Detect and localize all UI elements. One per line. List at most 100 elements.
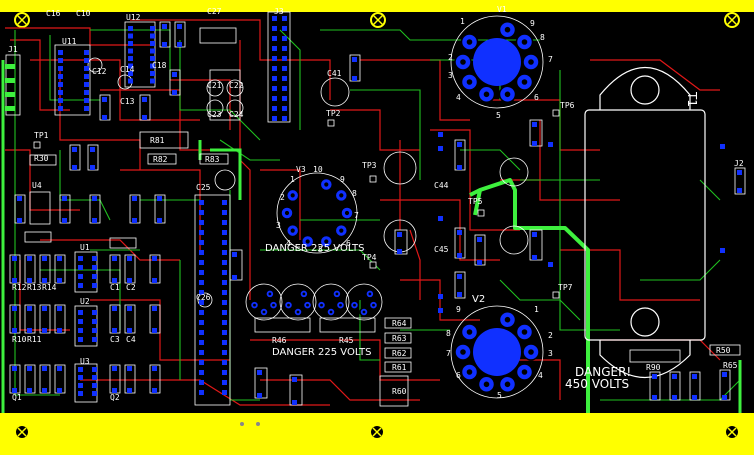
- pin-hole: [339, 193, 344, 198]
- tp3-pad[interactable]: [369, 175, 377, 183]
- smd-pad: [282, 76, 287, 81]
- label-c3: C3: [110, 335, 120, 344]
- smd-pad: [92, 375, 97, 380]
- svg-text:7: 7: [446, 349, 451, 358]
- label-r45: R45: [339, 336, 354, 345]
- smd-pad: [150, 63, 155, 69]
- tube-socket-v2[interactable]: [450, 305, 544, 399]
- smd-pad: [438, 294, 443, 299]
- smd-pad: [72, 165, 77, 170]
- smd-pad: [438, 132, 443, 137]
- smd-pad: [128, 78, 133, 84]
- smd-pad: [150, 71, 155, 76]
- smd-pad: [282, 26, 287, 31]
- pin-hole: [268, 292, 272, 296]
- socket-outline: [345, 283, 383, 321]
- smd-pad: [90, 147, 95, 152]
- smd-pad: [84, 74, 89, 79]
- smd-pad: [272, 116, 277, 121]
- pot-r45-a[interactable]: [312, 283, 350, 321]
- pin-hole: [362, 310, 366, 314]
- smd-pad: [12, 306, 17, 311]
- smd-pad: [17, 196, 22, 201]
- tp4-pad[interactable]: [369, 261, 377, 269]
- pot-r45-b[interactable]: [345, 283, 383, 321]
- pin-hole: [305, 239, 310, 244]
- smd-pad: [272, 106, 277, 111]
- smd-pad: [199, 260, 204, 265]
- label-q2: Q2: [110, 393, 120, 402]
- smd-pad: [457, 142, 462, 147]
- smd-pad: [652, 374, 657, 379]
- label-c21: C21: [207, 81, 222, 90]
- tp6-pad[interactable]: [552, 109, 560, 117]
- smd-pad: [58, 58, 63, 63]
- smd-pad: [720, 248, 725, 253]
- danger-225-bottom: DANGER 225 VOLTS: [272, 347, 372, 358]
- pot-r46-b[interactable]: [279, 283, 317, 321]
- smd-pad: [282, 56, 287, 61]
- smd-pad: [152, 328, 157, 333]
- tp1-pad[interactable]: [33, 141, 41, 149]
- smd-pad: [457, 292, 462, 297]
- smd-pad: [222, 320, 227, 325]
- smd-pad: [78, 310, 83, 315]
- u2-outline: [74, 305, 98, 347]
- smd-pad: [222, 260, 227, 265]
- left-bus-trace: [1, 60, 742, 413]
- pin-hole: [253, 303, 256, 307]
- pin-hole: [344, 210, 350, 216]
- smd-pad: [84, 98, 89, 103]
- transistors: [87, 57, 529, 308]
- smd-pad: [84, 106, 89, 111]
- svg-text:9: 9: [530, 19, 535, 28]
- tube-socket-v3[interactable]: [276, 172, 358, 254]
- svg-text:4: 4: [456, 93, 461, 102]
- label-r62: R62: [392, 349, 407, 358]
- r46-outline: [254, 317, 311, 333]
- pin-hole: [368, 292, 372, 296]
- smd-pad: [157, 218, 162, 223]
- socket-outline: [450, 15, 544, 109]
- pin-hole: [372, 303, 375, 307]
- smd-pad: [150, 48, 155, 54]
- smd-pad: [27, 388, 32, 393]
- label-j3: J3: [274, 7, 284, 16]
- smd-pad: [12, 388, 17, 393]
- label-c44: C44: [434, 181, 449, 190]
- pot-r46-a[interactable]: [245, 283, 283, 321]
- tube-socket-v1[interactable]: [450, 15, 544, 109]
- label-v1: V1: [497, 5, 507, 14]
- smd-pad: [222, 220, 227, 225]
- smd-pad: [199, 220, 204, 225]
- smd-pad: [272, 76, 277, 81]
- smd-pad: [42, 306, 47, 311]
- smd-pad: [199, 210, 204, 215]
- tp5-pad[interactable]: [477, 209, 485, 217]
- r83-outline: [199, 153, 229, 165]
- smd-pad: [27, 278, 32, 283]
- smd-pad: [722, 372, 727, 377]
- smd-pad: [112, 278, 117, 283]
- smd-pad: [57, 278, 62, 283]
- smd-pad: [127, 388, 132, 393]
- j1-outline: [5, 54, 21, 116]
- pin-hole: [521, 369, 528, 375]
- smd-pad: [84, 90, 89, 95]
- label-v3: V3: [296, 165, 306, 174]
- smd-pad: [152, 278, 157, 283]
- tp7-pad[interactable]: [552, 291, 560, 299]
- pin-hole: [339, 228, 344, 233]
- transformer-t1[interactable]: [584, 66, 706, 378]
- pin-hole: [483, 91, 490, 98]
- smd-pad: [652, 395, 657, 400]
- smd-pad: [222, 290, 227, 295]
- tp2-pad[interactable]: [327, 119, 335, 127]
- smd-pad: [532, 141, 537, 146]
- smd-pad: [232, 275, 237, 280]
- pin-hole: [320, 303, 323, 307]
- hv-trace: [469, 178, 590, 413]
- label-r61: R61: [392, 363, 407, 372]
- smd-pad: [78, 328, 83, 333]
- smd-pad: [42, 366, 47, 371]
